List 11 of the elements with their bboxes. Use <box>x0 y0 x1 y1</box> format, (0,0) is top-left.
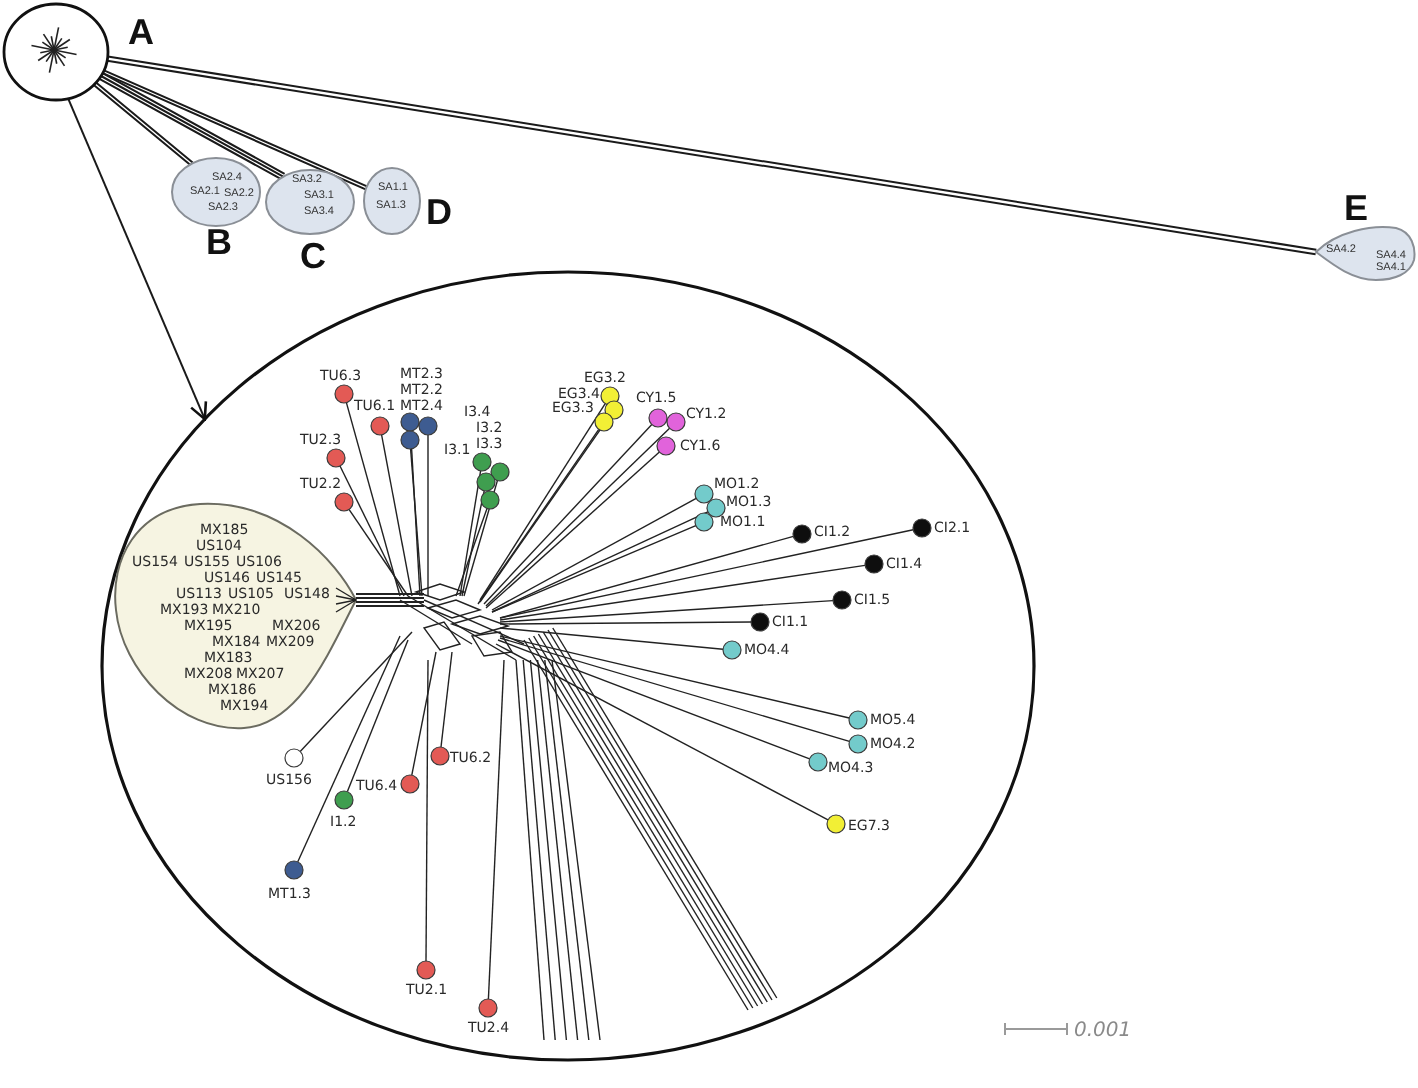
panel-letter: E <box>1344 190 1369 226</box>
connector-line <box>92 81 194 166</box>
connector-line <box>106 55 1318 256</box>
scale-label: 0.001 <box>1074 1022 1132 1042</box>
connector-line <box>98 72 286 181</box>
panel-letter: A <box>128 14 154 50</box>
panel-letter: B <box>206 224 232 260</box>
panel-letter: D <box>426 194 452 230</box>
panel-letter: C <box>300 238 326 274</box>
connector-line <box>101 69 368 191</box>
arrow <box>67 97 208 421</box>
